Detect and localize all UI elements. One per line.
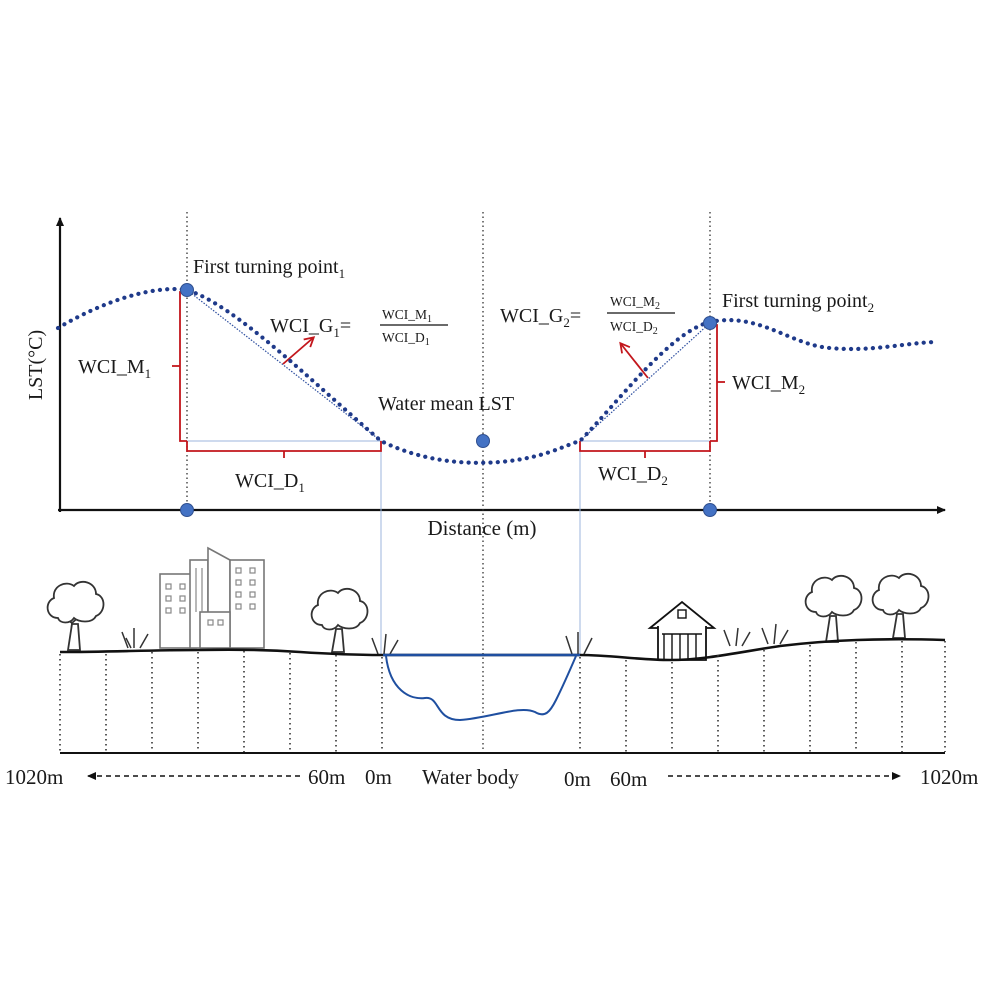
- wci-d2-label: WCI_D2: [598, 463, 668, 488]
- x-axis-label: Distance (m): [427, 516, 536, 540]
- svg-text:WCI_G2=: WCI_G2=: [500, 305, 581, 330]
- wci-g2-arrow: [619, 341, 649, 379]
- lst-curve: [55, 287, 938, 465]
- distance-left-0: 0m: [365, 765, 392, 789]
- distance-right-0: 0m: [564, 767, 591, 791]
- city-buildings-icon: [159, 546, 265, 649]
- distance-left-60: 60m: [308, 765, 345, 789]
- distance-right-60: 60m: [610, 767, 647, 791]
- turning-point-2: [703, 316, 717, 330]
- grass-icon: [121, 623, 789, 655]
- svg-text:WCI_M1: WCI_M1: [382, 307, 432, 325]
- y-axis-label: LST(°C): [25, 330, 47, 400]
- wci-d2-bracket: [579, 441, 711, 452]
- wci-g1-slope-line: [186, 289, 382, 442]
- wci-m2-label: WCI_M2: [732, 372, 805, 397]
- wci-g2-slope-line: [579, 322, 711, 442]
- water-mean-lst-point: [476, 434, 490, 448]
- x-axis-point-1: [180, 503, 194, 517]
- svg-text:WCI_D2: WCI_D2: [610, 319, 658, 337]
- water-body-label: Water body: [422, 765, 519, 789]
- distance-left-far: 1020m: [5, 765, 63, 789]
- wci-m2-bracket: [710, 324, 718, 442]
- tree-icon: [310, 587, 369, 653]
- tree-icon: [804, 574, 863, 643]
- ground-strata-lines: [59, 641, 946, 752]
- turning-point-1: [180, 283, 194, 297]
- wci-m1-bracket: [179, 291, 187, 442]
- x-axis-point-2: [703, 503, 717, 517]
- wci-d1-bracket: [186, 441, 382, 452]
- wci-g1-arrow: [282, 336, 316, 365]
- water-body-bed: [385, 655, 577, 722]
- svg-text:WCI_D1: WCI_D1: [382, 330, 430, 348]
- distance-right-far: 1020m: [920, 765, 978, 789]
- water-mean-lst-label: Water mean LST: [378, 393, 514, 415]
- tree-icon: [46, 580, 105, 651]
- tree-icon: [871, 572, 930, 639]
- svg-text:WCI_G1=: WCI_G1=: [270, 315, 351, 340]
- wci-m1-label: WCI_M1: [78, 356, 151, 381]
- wci-d1-label: WCI_D1: [235, 470, 305, 495]
- house-icon: [647, 600, 717, 661]
- wci-g1-equation: WCI_G1= WCI_M1 WCI_D1: [270, 307, 448, 348]
- wci-g2-equation: WCI_G2= WCI_M2 WCI_D2: [500, 294, 675, 337]
- turning-point-1-label: First turning point1: [193, 256, 345, 281]
- turning-point-2-label: First turning point2: [722, 290, 874, 315]
- svg-text:WCI_M2: WCI_M2: [610, 294, 660, 312]
